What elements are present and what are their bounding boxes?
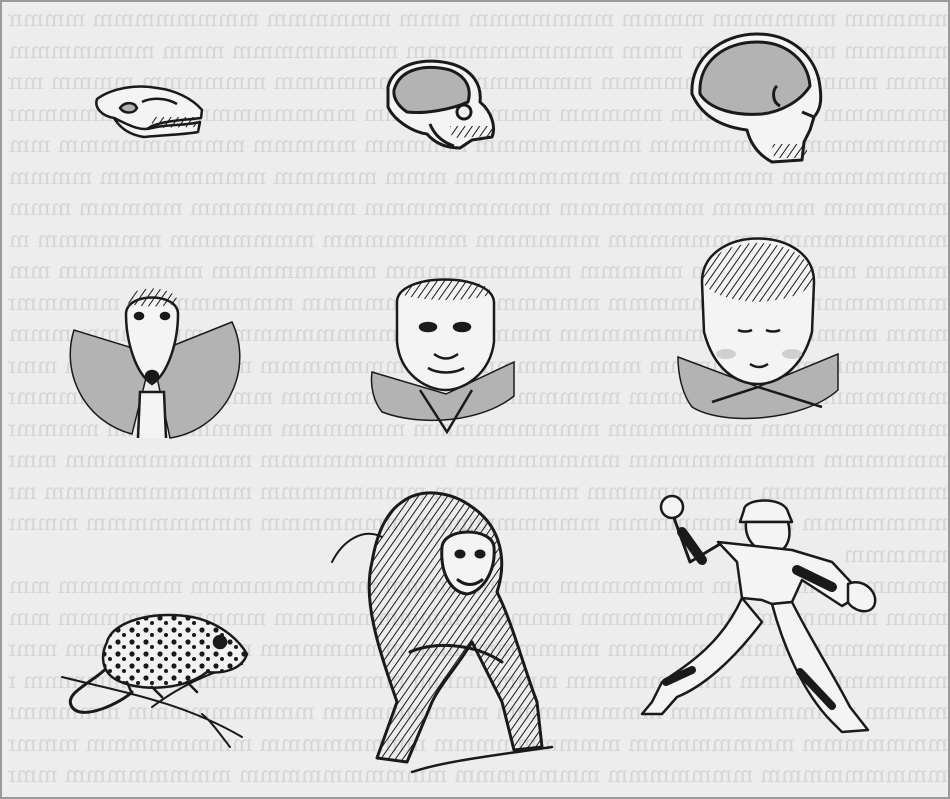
opossum-on-branch-icon — [62, 615, 247, 747]
primitive-mammal-skull-icon — [96, 86, 202, 137]
chimpanzee-knuckle-walking-icon — [332, 493, 552, 772]
chimpanzee-head-icon — [371, 279, 514, 432]
ape-skull-icon — [388, 61, 494, 148]
opossum-head-icon — [70, 289, 240, 439]
human-skull-icon — [692, 34, 821, 162]
human-head-icon — [678, 239, 838, 419]
baseball-pitcher-icon — [642, 496, 875, 732]
